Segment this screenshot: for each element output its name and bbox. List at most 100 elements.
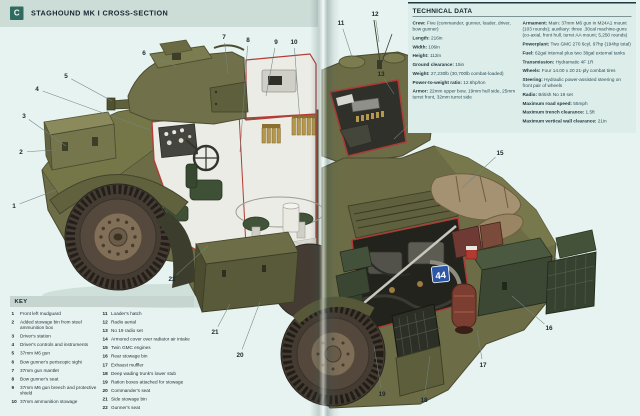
spec-row: Power-to-weight ratio: 12.6hp/ton [413, 79, 516, 85]
spec-label: Crew: [412, 20, 426, 26]
key-item-text: Front left mudguard [20, 310, 61, 317]
mudguard-stowage-bin [43, 111, 117, 171]
spec-row: Height: 112in [413, 53, 516, 59]
spec-value: 62gal internal plus two 38gal external t… [535, 49, 625, 56]
key-item-text: Bow gunner's periscopic sight [20, 358, 82, 365]
key-item-text: Added stowage bin from steel ammunition … [20, 319, 82, 331]
key-item-number: 4 [11, 341, 15, 348]
key-item-number: 21 [102, 395, 108, 402]
callout-18: 18 [420, 355, 431, 404]
callout-8: 8 [239, 37, 250, 153]
spec-row: Powerplant: Two GMC 270 6cyl, 97hp (194h… [523, 41, 632, 47]
page-title: STAGHOUND MK I CROSS-SECTION [31, 9, 169, 18]
exhaust-muffler [429, 260, 477, 334]
key-item-number: 10 [11, 398, 17, 405]
section-title-band: C STAGHOUND MK I CROSS-SECTION [0, 0, 318, 27]
key-item-text: Twin GMC engines [111, 344, 151, 351]
key-item-number: 13 [102, 327, 108, 334]
callout-22: 22 [168, 245, 209, 283]
key-item-text: Radio aerial [111, 319, 137, 325]
bridge-class-plate [465, 245, 478, 260]
key-item-text: Deep wading trunk's lower stub [111, 370, 176, 376]
callout-12: 12 [371, 11, 380, 43]
spec-label: Wheels: [522, 67, 541, 74]
key-item-number: 16 [102, 353, 108, 359]
tech-column-right: Armament: Main: 37mm M6 gun in M24A1 mou… [523, 20, 632, 127]
wading-trunk-stub [391, 303, 445, 397]
key-item: 1 Front left mudguard [12, 311, 97, 317]
unit-marking-44: 44 [430, 264, 451, 284]
spec-label: Height: [412, 52, 429, 59]
callout-number: 7 [222, 34, 226, 41]
callout-number: 6 [142, 50, 146, 57]
key-item: 6 Bow gunner's periscopic sight [12, 359, 97, 365]
spec-row: Width: 106in [413, 44, 516, 50]
spec-label: Power-to-weight ratio: [412, 79, 462, 85]
spec-row: Crew: Five (commander, gunner, loader, d… [413, 20, 516, 32]
spec-label: Transmission: [522, 58, 555, 65]
key-item-number: 22 [102, 404, 108, 411]
key-item-number: 6 [11, 358, 15, 365]
key-item-text: Bow gunner's seat [20, 375, 59, 382]
spec-row: Radio: British No 19 set [523, 91, 632, 97]
key-item-text: 37mm M6 gun breech and protective shield [20, 384, 97, 396]
callout-2: 2 [19, 149, 57, 156]
key-item-number: 11 [102, 310, 108, 317]
rear-stowage-boxes [469, 229, 597, 317]
spec-label: Fuel: [522, 49, 534, 56]
spec-label: Maximum trench clearance: [522, 109, 585, 115]
key-item-number: 1 [11, 310, 15, 317]
callout-number: 13 [377, 71, 385, 78]
callout-number: 2 [19, 149, 23, 156]
callout-number: 20 [236, 352, 244, 359]
callout-number: 15 [496, 150, 504, 157]
spec-value: Five (commander, gunner, loader, driver,… [412, 20, 511, 32]
key-item-text: No 19 radio set [111, 327, 143, 334]
spec-row: Transmission: Hydramatic 4F 1R [523, 59, 632, 65]
spec-label: Length: [412, 34, 430, 41]
callout-6: 6 [142, 50, 177, 67]
callout-number: 16 [545, 325, 553, 332]
spec-value: 112in [429, 52, 442, 59]
callout-number: 8 [246, 37, 250, 44]
jerrycans [451, 221, 504, 259]
spec-value: 106in [428, 43, 440, 50]
callout-20: 20 [236, 301, 261, 359]
callout-number: 18 [420, 397, 428, 404]
callout-13: 13 [377, 71, 395, 95]
spec-row: Maximum vertical wall clearance: 21in [523, 118, 632, 124]
left-vehicle-turret [127, 39, 249, 125]
callout-19: 19 [373, 345, 386, 398]
technical-data-columns: Crew: Five (commander, gunner, loader, d… [413, 20, 632, 127]
spec-value: 15in [455, 61, 465, 68]
callout-10: 10 [290, 39, 301, 123]
callout-number: 11 [338, 20, 345, 27]
key-item-text: Armored cover over radiator air intake [111, 336, 190, 342]
callout-number: 21 [211, 329, 219, 336]
technical-data-panel: TECHNICAL DATA Crew: Five (commander, gu… [408, 2, 636, 133]
key-item-number: 14 [102, 336, 108, 342]
right-vehicle-turret [321, 19, 437, 165]
tech-column-left: Crew: Five (commander, gunner, loader, d… [413, 20, 516, 127]
key-item-text: Commander's seat [111, 387, 151, 393]
key-item-text: Ration boxes attached for stowage [111, 378, 184, 385]
spec-value: Hydramatic 4F 1R [555, 58, 594, 65]
spec-value: 216in [430, 34, 443, 41]
key-item-number: 15 [102, 344, 108, 351]
key-item-number: 9 [11, 384, 15, 390]
rear-marking-number: 44 [435, 270, 447, 282]
spec-label: Radio: [522, 91, 538, 97]
